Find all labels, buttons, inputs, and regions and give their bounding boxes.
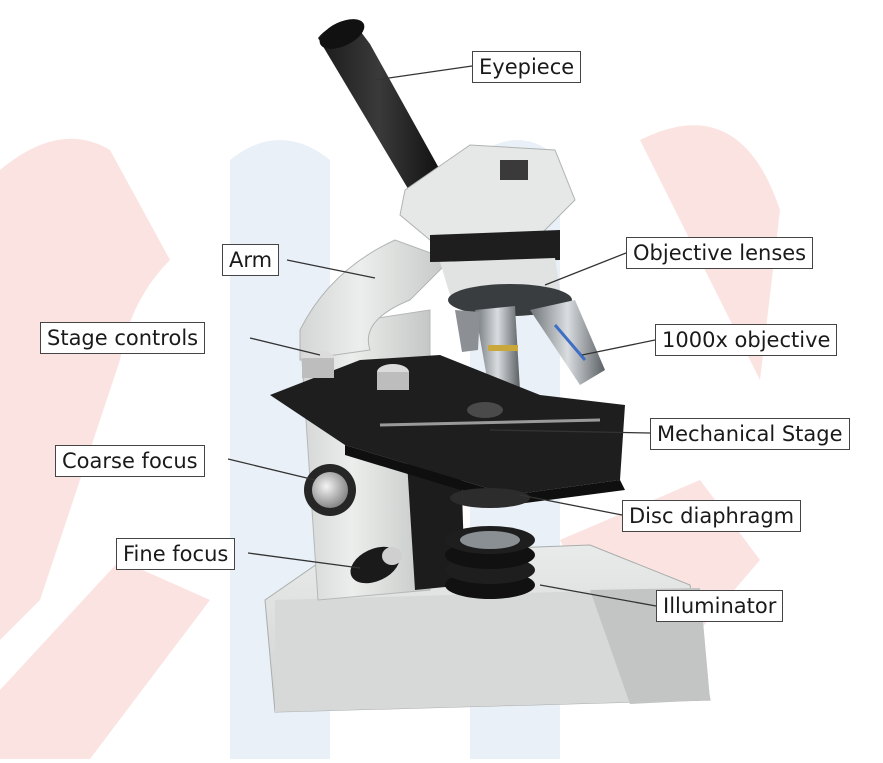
label-illuminator: Illuminator xyxy=(656,590,783,622)
illuminator-lamp xyxy=(445,526,535,599)
label-fine-focus: Fine focus xyxy=(116,538,235,570)
label-1000x-objective: 1000x objective xyxy=(655,324,837,356)
label-arm: Arm xyxy=(222,244,279,276)
label-coarse-focus: Coarse focus xyxy=(55,445,205,477)
label-eyepiece: Eyepiece xyxy=(472,51,581,83)
label-stage-controls: Stage controls xyxy=(40,322,205,354)
label-disc-diaphragm: Disc diaphragm xyxy=(622,500,801,532)
leader-eyepiece xyxy=(375,66,472,80)
label-objective-lenses: Objective lenses xyxy=(626,237,813,269)
disc-diaphragm-part xyxy=(450,488,530,508)
label-mechanical-stage: Mechanical Stage xyxy=(650,418,850,450)
